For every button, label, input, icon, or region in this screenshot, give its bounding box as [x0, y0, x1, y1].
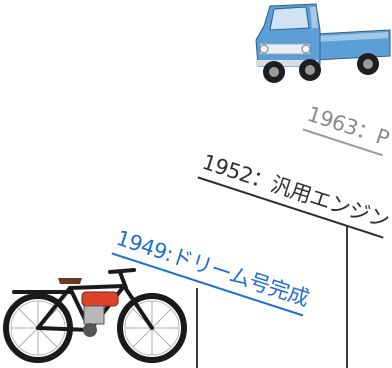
pickup-truck-image [255, 3, 391, 83]
milestone-1949-pole [196, 288, 198, 368]
milestone-1952-label: 1952：汎用エンジン [197, 146, 392, 239]
milestone-1963-label: 1963：P [302, 98, 392, 157]
milestone-1952-pole [346, 226, 348, 368]
motorized-bicycle-image [3, 268, 187, 363]
